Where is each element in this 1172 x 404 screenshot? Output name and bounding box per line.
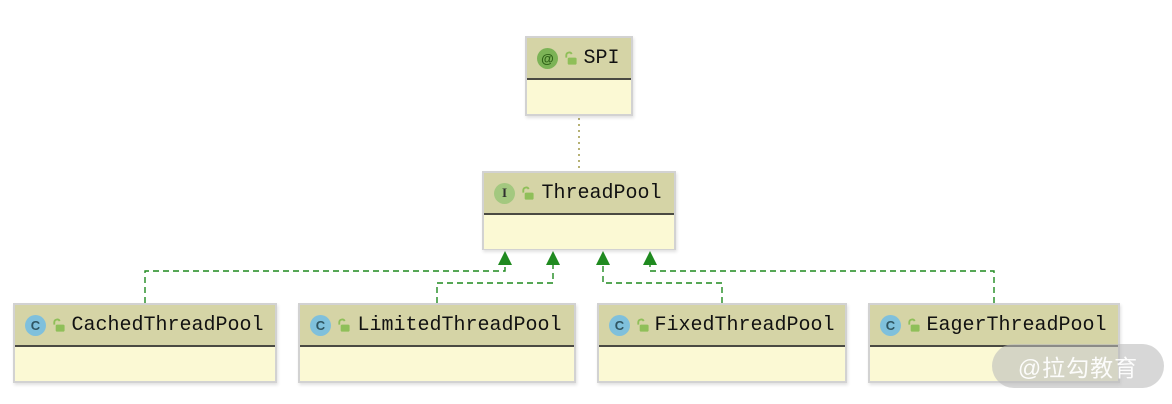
node-limitedthreadpool-header: C LimitedThreadPool xyxy=(300,305,574,347)
edge-limitedthreadpool-implements-threadpool xyxy=(436,263,554,303)
open-lock-icon xyxy=(637,318,649,332)
watermark-badge: @拉勾教育 xyxy=(992,344,1164,388)
node-threadpool[interactable]: I ThreadPool xyxy=(482,171,676,250)
node-spi[interactable]: @ SPI xyxy=(525,36,633,116)
open-lock-icon xyxy=(53,318,65,332)
node-fixedthreadpool-body xyxy=(599,347,845,381)
node-cachedthreadpool-body xyxy=(15,347,275,381)
class-badge-icon: C xyxy=(310,314,331,336)
annotation-badge-icon: @ xyxy=(537,47,558,69)
open-lock-icon xyxy=(522,186,534,200)
node-spi-header: @ SPI xyxy=(527,38,631,80)
node-eagerthreadpool-label: EagerThreadPool xyxy=(926,313,1107,337)
edge-eagerthreadpool-implements-threadpool xyxy=(649,263,995,303)
node-spi-label: SPI xyxy=(583,46,620,70)
node-cachedthreadpool-label: CachedThreadPool xyxy=(71,313,264,337)
node-cachedthreadpool-header: C CachedThreadPool xyxy=(15,305,275,347)
edge-fixedthreadpool-implements-threadpool xyxy=(602,263,723,303)
node-limitedthreadpool[interactable]: C LimitedThreadPool xyxy=(298,303,576,383)
node-cachedthreadpool[interactable]: C CachedThreadPool xyxy=(13,303,277,383)
class-badge-icon: C xyxy=(880,314,901,336)
class-badge-icon: C xyxy=(609,314,630,336)
implements-arrowhead-icon xyxy=(596,251,610,265)
interface-badge-icon: I xyxy=(494,182,515,204)
implements-arrowhead-icon xyxy=(643,251,657,265)
class-badge-icon: C xyxy=(25,314,46,336)
node-limitedthreadpool-label: LimitedThreadPool xyxy=(357,313,562,337)
open-lock-icon xyxy=(338,318,350,332)
node-threadpool-body xyxy=(484,215,674,249)
node-threadpool-header: I ThreadPool xyxy=(484,173,674,215)
node-threadpool-label: ThreadPool xyxy=(541,181,662,205)
implements-arrowhead-icon xyxy=(546,251,560,265)
implements-arrowhead-icon xyxy=(498,251,512,265)
node-fixedthreadpool-label: FixedThreadPool xyxy=(654,313,835,337)
node-spi-body xyxy=(527,80,631,114)
open-lock-icon xyxy=(908,318,920,332)
open-lock-icon xyxy=(565,51,577,65)
node-fixedthreadpool-header: C FixedThreadPool xyxy=(599,305,845,347)
edge-cachedthreadpool-implements-threadpool xyxy=(144,263,506,303)
node-fixedthreadpool[interactable]: C FixedThreadPool xyxy=(597,303,847,383)
node-limitedthreadpool-body xyxy=(300,347,574,381)
node-eagerthreadpool-header: C EagerThreadPool xyxy=(870,305,1118,347)
